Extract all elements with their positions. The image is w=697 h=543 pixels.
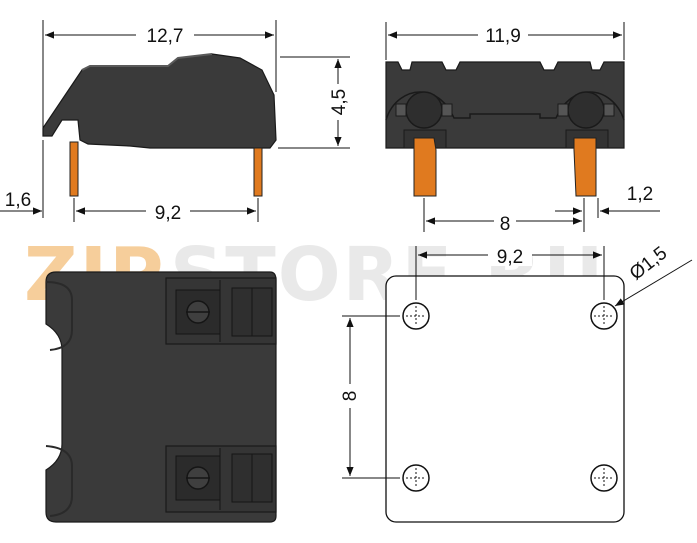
dim-footprint-height: 8 xyxy=(340,391,361,402)
footprint-hole-bottom-right xyxy=(590,464,618,492)
dim-side-offset: 1,6 xyxy=(5,190,31,211)
bottom-view xyxy=(45,271,277,523)
dim-side-pin-spacing: 9,2 xyxy=(155,203,181,224)
footprint-hole-bottom-left xyxy=(402,464,430,492)
footprint-hole-top-left xyxy=(402,302,430,330)
side-view-left-pin xyxy=(69,141,79,197)
bottom-view-upper-terminal xyxy=(165,277,277,345)
dim-front-width: 11,9 xyxy=(485,26,521,47)
side-view: 12,7 4,5 1,6 9,2 xyxy=(0,20,350,224)
dim-side-width: 12,7 xyxy=(147,26,184,47)
front-view-body xyxy=(385,61,625,149)
front-view: 11,9 8 1,2 xyxy=(385,22,660,235)
side-view-right-pin xyxy=(253,147,263,197)
dim-front-pin-spacing: 8 xyxy=(500,214,511,235)
front-view-left-pin xyxy=(413,137,437,197)
front-view-right-pin xyxy=(573,137,597,197)
dim-front-pin-width: 1,2 xyxy=(627,184,653,205)
dim-footprint-hole-diameter: Ø1,5 xyxy=(626,243,671,285)
dim-footprint-width: 9,2 xyxy=(497,247,523,268)
side-view-body xyxy=(42,53,277,149)
footprint-outline xyxy=(385,275,625,523)
pcb-footprint: 9,2 8 Ø1,5 xyxy=(338,242,693,523)
footprint-hole-top-right xyxy=(590,302,618,330)
bottom-view-lower-terminal xyxy=(165,445,277,513)
dim-side-height: 4,5 xyxy=(329,89,350,115)
